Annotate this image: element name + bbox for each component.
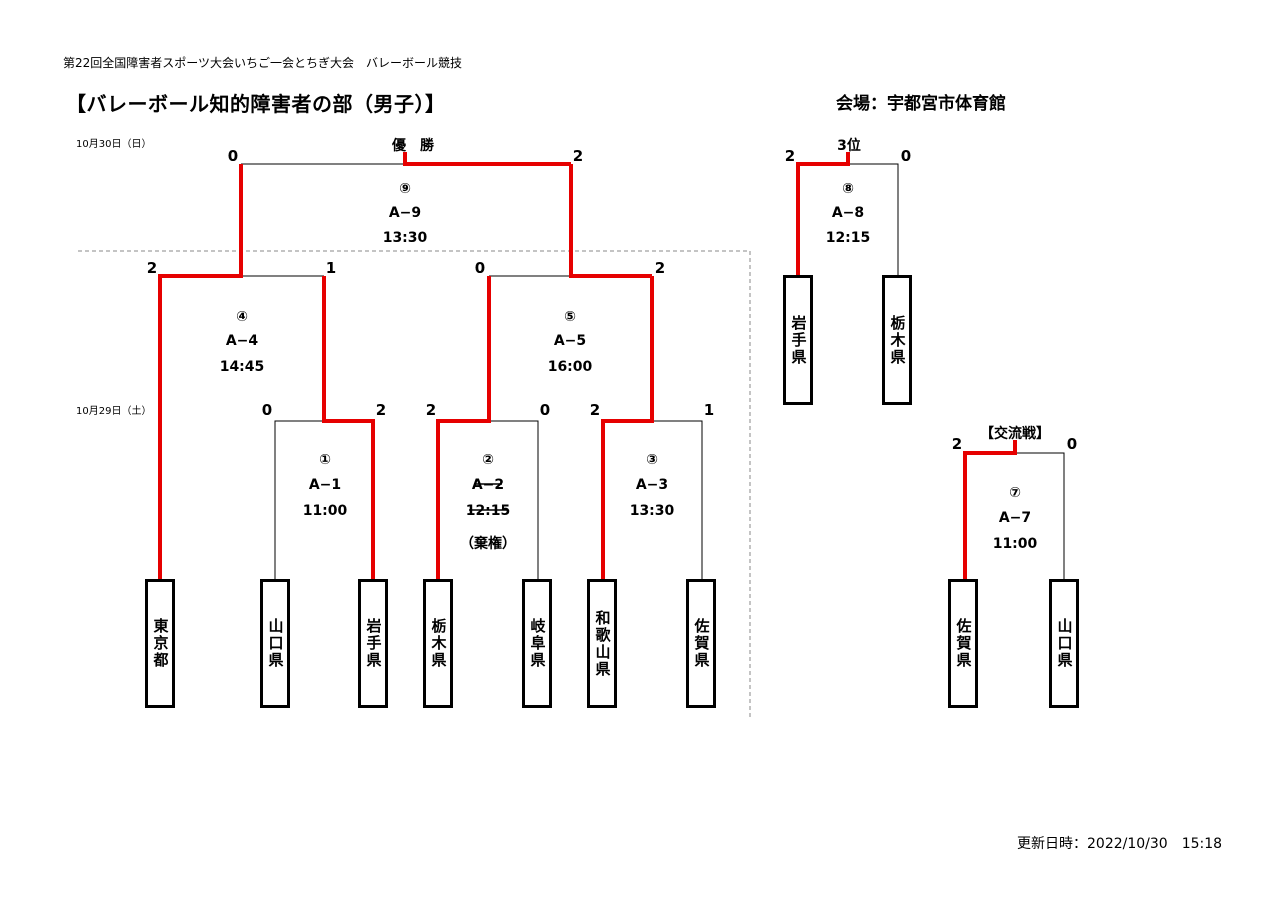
round-divider <box>78 250 751 720</box>
final-label: 優 勝 <box>391 137 435 154</box>
m7-score-left: 2 <box>952 435 962 453</box>
updated-timestamp: 更新日時：2022/10/30 15:18 <box>1017 836 1223 852</box>
team-box-tochigi: 栃木県 <box>423 579 453 708</box>
venue-label: 会場：宇都宮市体育館 <box>836 94 1006 114</box>
m3-score-left: 2 <box>590 401 600 419</box>
m4-score-left: 2 <box>147 259 157 277</box>
m2-note: （棄権） <box>460 535 516 552</box>
m3-number: ③ <box>646 452 658 468</box>
m2-score-right: 0 <box>540 401 550 419</box>
day-label-day1: 10月29日（土） <box>76 406 152 417</box>
m9-time: 13:30 <box>383 230 428 246</box>
winner-paths <box>158 152 1017 580</box>
m1-score-left: 0 <box>262 401 272 419</box>
m4-time: 14:45 <box>220 359 265 375</box>
team-box-yamaguchi: 山口県 <box>260 579 290 708</box>
third-place-label: 3位 <box>837 137 861 154</box>
team-name: 栃木県 <box>888 314 907 366</box>
day-label-day2: 10月30日（日） <box>76 139 152 150</box>
m7-time: 11:00 <box>993 536 1038 552</box>
team-box-tochigi-third: 栃木県 <box>882 275 912 405</box>
m5-time: 16:00 <box>548 359 593 375</box>
m2-code: A−2 <box>472 477 504 493</box>
exchange-label: 【交流戦】 <box>980 425 1050 442</box>
m2-number: ② <box>482 452 494 468</box>
m4-code: A−4 <box>226 333 259 349</box>
m9-score-right: 2 <box>573 147 583 165</box>
team-name: 佐賀県 <box>692 618 711 669</box>
m9-score-left: 0 <box>228 147 238 165</box>
subtitle: 第22回全国障害者スポーツ大会いちご一会とちぎ大会 バレーボール競技 <box>63 56 463 70</box>
m1-number: ① <box>319 452 331 468</box>
m3-code: A−3 <box>636 477 668 493</box>
m2-score-left: 2 <box>426 401 436 419</box>
bracket-lines <box>241 163 1065 580</box>
page-title: 【バレーボール知的障害者の部（男子）】 <box>66 92 446 116</box>
m5-score-right: 2 <box>655 259 665 277</box>
m5-score-left: 0 <box>475 259 485 277</box>
team-name: 岩手県 <box>789 314 808 366</box>
m5-number: ⑤ <box>564 309 576 325</box>
m2-time: 12:15 <box>466 503 511 519</box>
m3-time: 13:30 <box>630 503 675 519</box>
team-name: 栃木県 <box>429 618 448 669</box>
team-name: 山口県 <box>266 618 285 669</box>
m9-number: ⑨ <box>399 181 411 197</box>
team-box-yamaguchi-exchange: 山口県 <box>1049 579 1079 708</box>
team-name: 岐阜県 <box>528 618 547 669</box>
team-name: 東京都 <box>151 618 170 669</box>
team-box-saga: 佐賀県 <box>686 579 716 708</box>
team-box-tokyo: 東京都 <box>145 579 175 708</box>
m8-code: A−8 <box>832 205 864 221</box>
team-name: 和歌山県 <box>593 609 612 678</box>
m9-code: A−9 <box>389 205 421 221</box>
m8-score-left: 2 <box>785 147 795 165</box>
team-box-wakayama: 和歌山県 <box>587 579 617 708</box>
m7-code: A−7 <box>999 510 1031 526</box>
team-box-iwate-third: 岩手県 <box>783 275 813 405</box>
team-box-saga-exchange: 佐賀県 <box>948 579 978 708</box>
m8-number: ⑧ <box>842 181 854 197</box>
m5-code: A−5 <box>554 333 586 349</box>
team-name: 岩手県 <box>364 618 383 669</box>
m8-score-right: 0 <box>901 147 911 165</box>
m7-score-right: 0 <box>1067 435 1077 453</box>
m1-time: 11:00 <box>303 503 348 519</box>
m7-number: ⑦ <box>1009 485 1021 501</box>
m3-score-right: 1 <box>704 401 714 419</box>
m1-score-right: 2 <box>376 401 386 419</box>
m4-score-right: 1 <box>326 259 336 277</box>
team-name: 山口県 <box>1055 618 1074 669</box>
m8-time: 12:15 <box>826 230 871 246</box>
team-name: 佐賀県 <box>954 618 973 669</box>
team-box-gifu: 岐阜県 <box>522 579 552 708</box>
m4-number: ④ <box>236 309 248 325</box>
m1-code: A−1 <box>309 477 341 493</box>
team-box-iwate: 岩手県 <box>358 579 388 708</box>
